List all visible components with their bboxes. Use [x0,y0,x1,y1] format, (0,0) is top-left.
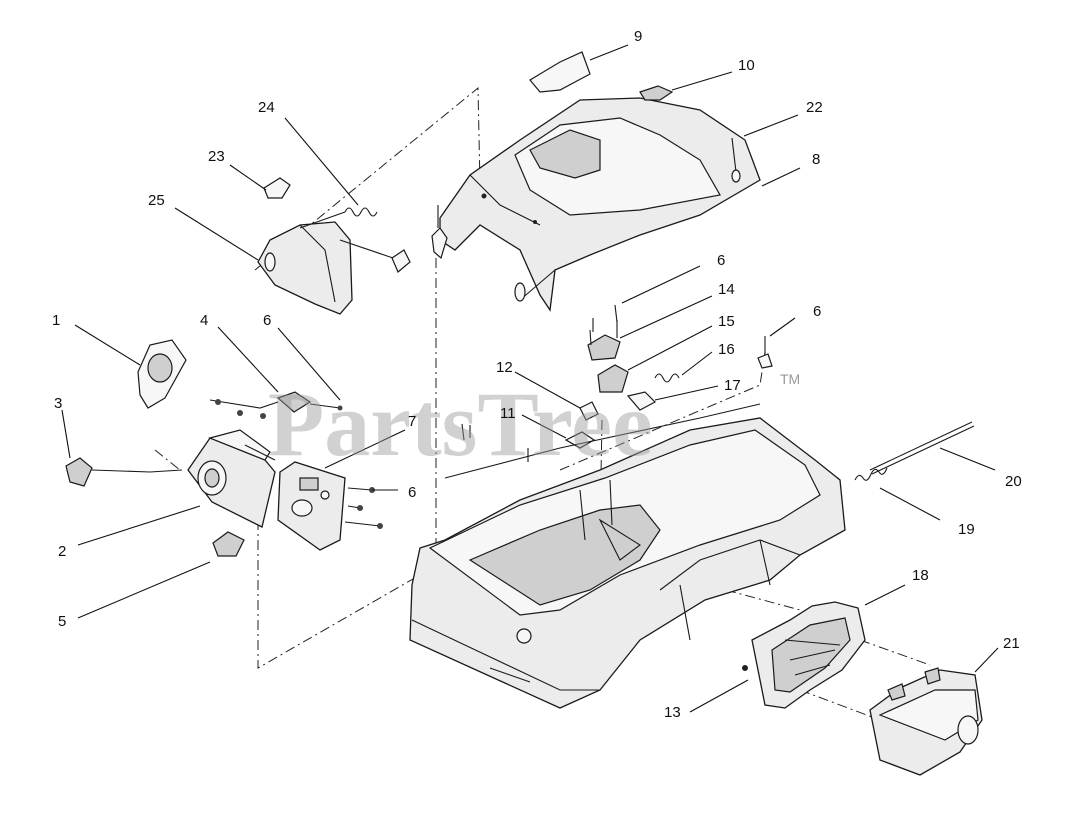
part-7-panel [277,461,381,551]
part-15-block [597,364,629,393]
part-1-bracket [137,339,187,409]
callout-19: 19 [958,521,975,538]
callout-20: 20 [1005,473,1022,490]
callout-21: 21 [1003,635,1020,652]
part-20-rod [869,421,975,475]
callout-14: 14 [718,281,735,298]
watermark-trademark: TM [780,371,800,387]
part-21-cover [869,667,983,776]
part-4-switch [209,391,341,413]
callout-10: 10 [738,57,755,74]
callout-25: 25 [148,192,165,209]
part-6-screw-right [757,336,773,369]
part-22-screw [731,137,741,183]
callout-6-left: 6 [263,312,271,329]
callout-7: 7 [408,413,416,430]
watermark-text: PartsTree [268,373,653,475]
callout-1: 1 [52,312,60,329]
callout-labels: 1 2 3 4 5 6 6 6 6 7 8 9 10 11 12 13 14 1… [52,28,1022,721]
callout-9: 9 [634,28,642,45]
part-19-spring [854,467,888,481]
watermark: PartsTree TM [268,371,800,475]
part-9-cap [529,51,591,93]
part-2-panel [187,429,276,528]
part-5-switch [212,531,245,557]
callout-16: 16 [718,341,735,358]
part-11-plate [564,431,596,449]
part-25-cover [257,221,353,315]
part-16-spring [654,373,680,383]
cable-rod [444,403,761,479]
callout-6-center: 6 [717,252,725,269]
callout-22: 22 [806,99,823,116]
callout-17: 17 [724,377,741,394]
part-24-spring [299,207,394,259]
part-14-bracket [587,320,621,361]
callout-12: 12 [496,359,513,376]
callout-6-right: 6 [813,303,821,320]
part-12-plate [579,401,599,421]
callout-2: 2 [58,543,66,560]
callout-leaders [61,44,999,713]
part-3-connector [65,457,183,487]
part-10-insert [639,85,674,101]
screws [215,205,618,529]
part-23-knob [263,177,411,273]
callout-24: 24 [258,99,275,116]
callout-11: 11 [500,405,516,422]
callout-13: 13 [664,704,681,721]
top-cover [431,97,761,312]
callout-15: 15 [718,313,735,330]
callout-5: 5 [58,613,66,630]
callout-3: 3 [54,395,62,412]
callout-4: 4 [200,312,208,329]
callout-18: 18 [912,567,929,584]
callout-8: 8 [812,151,820,168]
callout-23: 23 [208,148,225,165]
main-housing [409,417,846,709]
part-18-plate [742,601,866,709]
callout-6-panel: 6 [408,484,416,501]
part-17-clip [626,391,656,411]
